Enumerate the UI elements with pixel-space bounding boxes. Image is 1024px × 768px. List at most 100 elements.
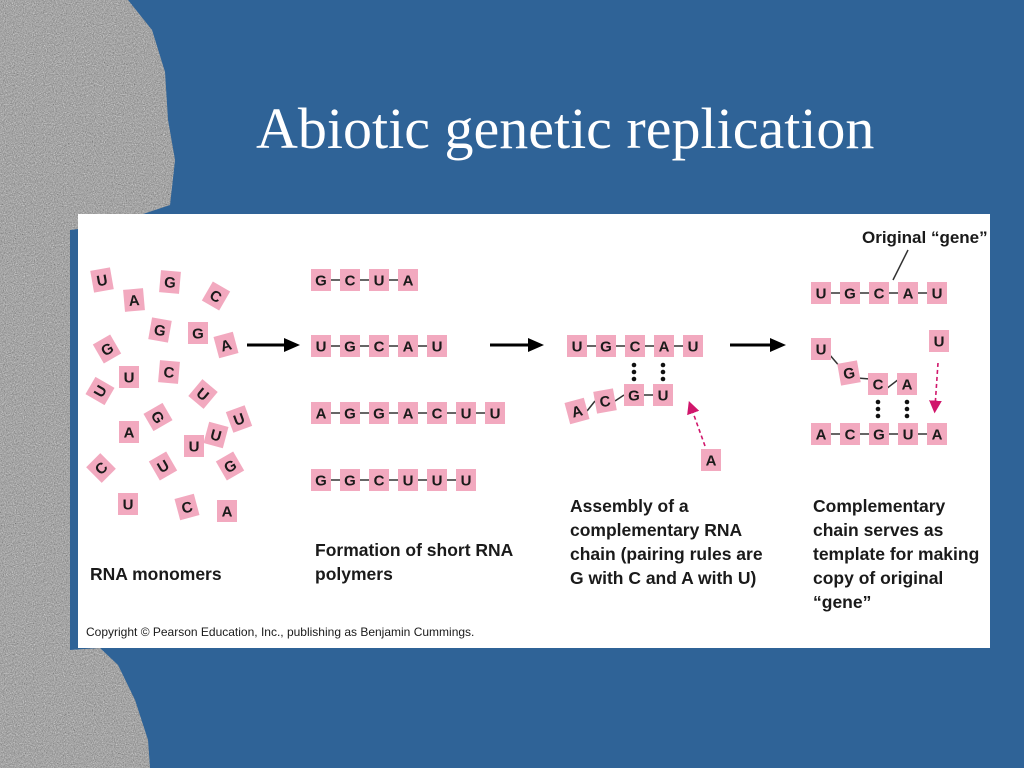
polymer-3-nucleotide-3: U (398, 469, 418, 491)
polymer-3-nucleotide-1: G (340, 469, 360, 491)
monomer-5-letter: G (153, 322, 167, 341)
polymer-2-nucleotide-0: A (311, 402, 331, 424)
monomer-19-box (118, 493, 138, 515)
polymer-1-nucleotide-3-box (398, 335, 418, 357)
polymer-3-nucleotide-0-letter: G (315, 473, 327, 490)
complement3-nucleotide-3-letter: U (658, 388, 669, 405)
pair4-au (904, 399, 910, 419)
complement3-nucleotide-1: C (593, 388, 617, 414)
template3-nucleotide-2: C (625, 335, 645, 357)
process-arrow-1-head (284, 338, 300, 352)
pair3-au-dot-0 (660, 362, 666, 368)
process-arrow-2 (490, 338, 544, 352)
new4-nucleotide-1-box (837, 360, 861, 386)
complement4-nucleotide-2-box (869, 423, 889, 445)
polymer-3-nucleotide-2-box (369, 469, 389, 491)
new4-nucleotide-3: A (897, 373, 917, 395)
polymer-0-nucleotide-1-letter: C (345, 273, 356, 290)
polymer-2-nucleotide-5-box (456, 402, 476, 424)
pair3-gc-dot-0 (631, 362, 637, 368)
monomer-8-box (85, 376, 115, 406)
process-arrow-3-head (770, 338, 786, 352)
original4-nucleotide-3-box (898, 282, 918, 304)
polymer-1-nucleotide-1-box (340, 335, 360, 357)
template3-nucleotide-0: U (567, 335, 587, 357)
pair3-au (660, 362, 666, 382)
monomer-1: A (123, 288, 145, 312)
complement4-nucleotide-2-letter: G (873, 427, 885, 444)
monomer-2-letter: G (163, 274, 176, 292)
template3-nucleotide-4-box (683, 335, 703, 357)
monomer-1-letter: A (128, 292, 140, 310)
original4-nucleotide-2-box (869, 282, 889, 304)
original4-nucleotide-1: G (840, 282, 860, 304)
polymer-2-nucleotide-2-box (369, 402, 389, 424)
monomer-8: U (85, 376, 115, 406)
complement3-nucleotide-0: A (564, 397, 590, 425)
polymer-0-nucleotide-2: U (369, 269, 389, 291)
polymer-1-nucleotide-3-letter: A (403, 339, 414, 356)
monomer-21-box (217, 500, 237, 522)
complement4-nucleotide-0-box (811, 423, 831, 445)
incoming3-nucleotide: A (701, 449, 721, 471)
pair4-au-dot-1 (904, 406, 910, 412)
original-gene-label: Original “gene” (862, 228, 988, 247)
monomer-16-box (86, 453, 116, 483)
complement4-nucleotide-1-box (840, 423, 860, 445)
monomer-20-letter: C (180, 498, 195, 517)
polymer-2-nucleotide-3: A (398, 402, 418, 424)
template3-nucleotide-0-letter: U (572, 339, 583, 356)
template3-nucleotide-1: G (596, 335, 616, 357)
incoming4-nucleotide-letter: U (934, 334, 945, 351)
new4-nucleotide-0: U (811, 338, 831, 360)
polymer-3-nucleotide-1-box (340, 469, 360, 491)
complement4-nucleotide-4-letter: A (932, 427, 943, 444)
pair3-gc-dot-1 (631, 369, 637, 375)
monomer-5: G (148, 317, 172, 343)
monomer-7-letter: A (219, 336, 234, 355)
polymer-1-nucleotide-4-letter: U (432, 339, 443, 356)
polymer-2-nucleotide-2: G (369, 402, 389, 424)
complement3-nucleotide-3-box (653, 384, 673, 406)
slide-title: Abiotic genetic replication (256, 96, 875, 161)
monomer-12-box (119, 421, 139, 443)
monomer-15-box (225, 405, 253, 433)
monomer-14: U (184, 435, 204, 457)
original4-nucleotide-4-box (927, 282, 947, 304)
polymer-2-nucleotide-5: U (456, 402, 476, 424)
template3-nucleotide-1-letter: G (600, 339, 612, 356)
polymer-0-nucleotide-3-box (398, 269, 418, 291)
polymer-3-nucleotide-3-letter: U (403, 473, 414, 490)
monomer-18: G (215, 451, 245, 481)
polymer-3-nucleotide-3-box (398, 469, 418, 491)
monomer-14-letter: U (189, 439, 200, 456)
template3-nucleotide-3: A (654, 335, 674, 357)
new4-nucleotide-2-letter: C (873, 377, 884, 394)
monomer-20: C (174, 493, 200, 521)
new4-bond-3 (885, 378, 900, 390)
polymer-3-nucleotide-2: C (369, 469, 389, 491)
process-arrow-1 (247, 338, 300, 352)
polymer-0-nucleotide-2-letter: U (374, 273, 385, 290)
caption-template-copy: Complementary chain serves as template f… (813, 496, 980, 612)
polymer-3-nucleotide-4: U (427, 469, 447, 491)
monomer-2: G (159, 270, 181, 294)
polymer-1-nucleotide-0: U (311, 335, 331, 357)
arrows-layer (247, 338, 942, 447)
monomer-6: G (188, 322, 208, 344)
monomer-5-box (148, 317, 172, 343)
polymer-2-nucleotide-5-letter: U (461, 406, 472, 423)
new4-nucleotide-3-box (897, 373, 917, 395)
monomer-9: U (119, 366, 139, 388)
complement4-nucleotide-2: G (869, 423, 889, 445)
polymer-1-nucleotide-0-box (311, 335, 331, 357)
polymer-3-nucleotide-1-letter: G (344, 473, 356, 490)
polymer-2-nucleotide-3-box (398, 402, 418, 424)
monomer-10: C (158, 360, 180, 384)
original4-nucleotide-1-letter: G (844, 286, 856, 303)
monomer-6-box (188, 322, 208, 344)
polymer-0-nucleotide-1: C (340, 269, 360, 291)
complement4-nucleotide-0-letter: A (816, 427, 827, 444)
gene-label-pointer (892, 249, 909, 281)
